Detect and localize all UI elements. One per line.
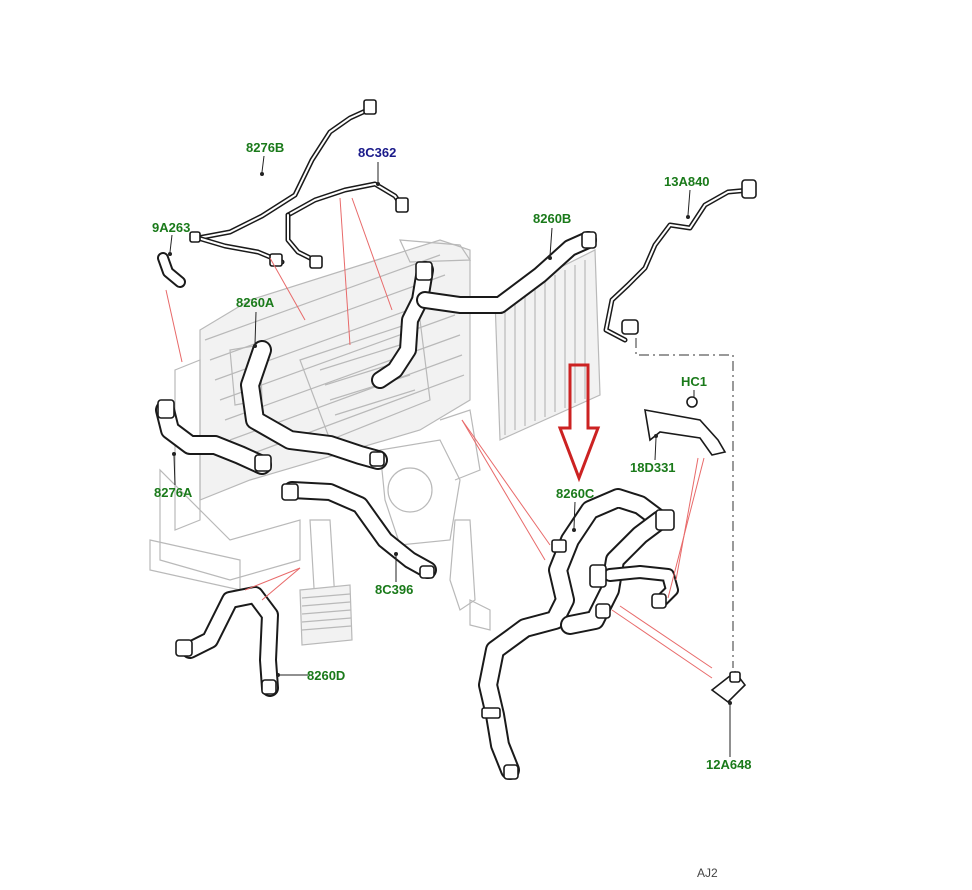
label-HC1: HC1 <box>681 374 708 389</box>
label-8260A: 8260A <box>236 295 275 310</box>
label-8260B: 8260B <box>533 211 572 226</box>
label-8276B: 8276B <box>246 140 285 155</box>
label-9A263: 9A263 <box>152 220 191 235</box>
label-8260C: 8260C <box>556 486 595 501</box>
label-8C362: 8C362 <box>358 145 397 160</box>
leader-lines <box>168 155 734 757</box>
highlight-arrow <box>557 363 601 483</box>
connectors <box>157 99 757 780</box>
label-13A840: 13A840 <box>664 174 710 189</box>
drawing-code: AJ2 <box>697 866 718 880</box>
label-8C396: 8C396 <box>375 582 414 597</box>
label-18D331: 18D331 <box>630 460 676 475</box>
red-reference-lines <box>165 197 713 679</box>
label-12A648: 12A648 <box>706 757 752 772</box>
label-8260D: 8260D <box>307 668 346 683</box>
label-8276A: 8276A <box>154 485 193 500</box>
hoses <box>155 105 753 780</box>
